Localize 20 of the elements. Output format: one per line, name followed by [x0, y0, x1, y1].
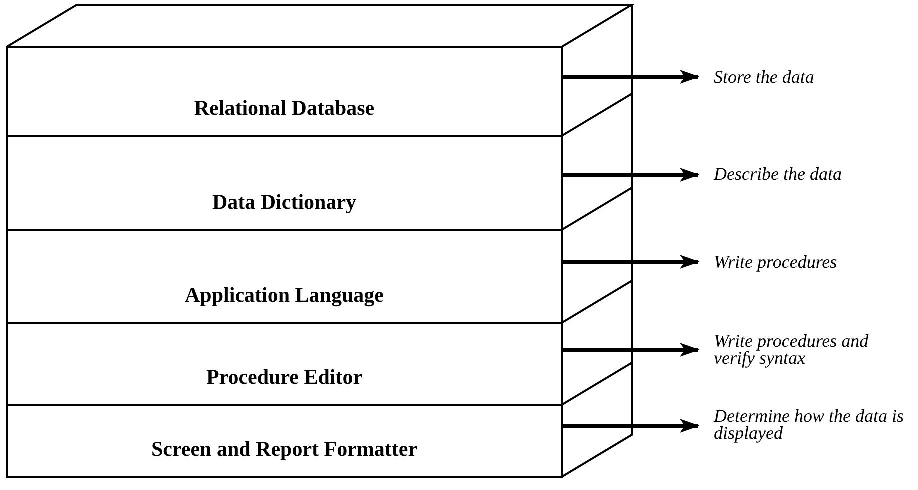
layer-box [6, 322, 563, 406]
arrow [562, 255, 700, 269]
layer-label: Procedure Editor [206, 365, 363, 390]
layer-box [6, 135, 563, 231]
layer-label: Relational Database [194, 96, 375, 121]
layer-label: Screen and Report Formatter [151, 437, 418, 462]
function-note: Determine how the data is displayed [714, 408, 914, 442]
arrow [562, 168, 700, 182]
layer-box [6, 46, 563, 137]
arrow [562, 419, 700, 433]
function-note: Store the data [714, 69, 914, 86]
layer-label: Application Language [185, 283, 384, 308]
function-note: Write procedures [714, 254, 914, 271]
arrow [562, 70, 700, 84]
layer-box [6, 229, 563, 324]
arrow [562, 343, 700, 357]
layer-label: Data Dictionary [212, 190, 357, 215]
function-note: Describe the data [714, 166, 914, 183]
function-note: Write procedures and verify syntax [714, 333, 914, 367]
layer-box [6, 404, 563, 478]
